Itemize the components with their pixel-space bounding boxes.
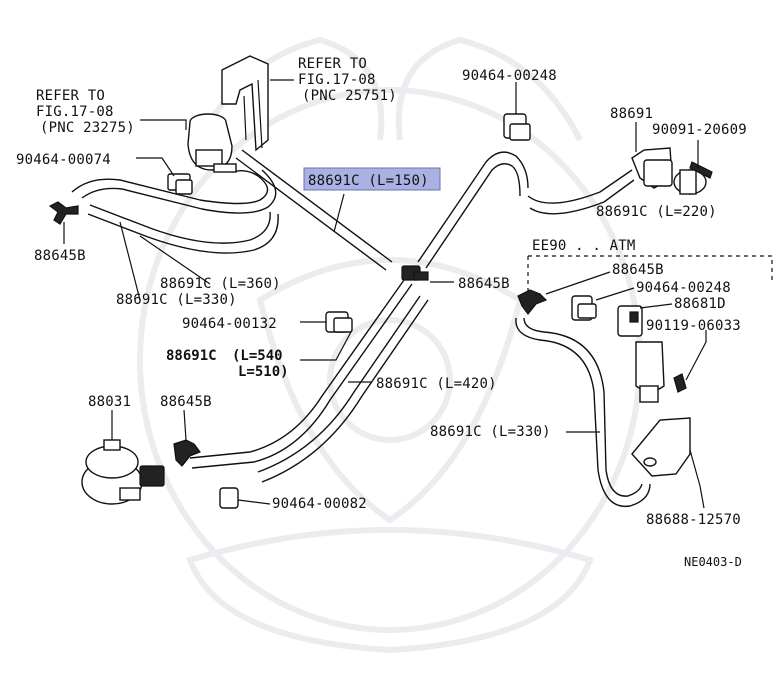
clamp-bottom bbox=[219, 487, 239, 509]
highlight-hose-150 bbox=[303, 167, 441, 191]
label-vsv-top: 88691 bbox=[610, 106, 653, 122]
fitting-left bbox=[48, 201, 79, 225]
label-clamp-left: 90464-00074 bbox=[16, 152, 111, 168]
label-clamp-mid: 90464-00132 bbox=[182, 316, 277, 332]
fitting-bottom bbox=[173, 439, 201, 467]
clamp-left bbox=[167, 173, 193, 195]
clamp-mid bbox=[325, 311, 353, 333]
valve-88031 bbox=[81, 439, 165, 505]
vsv-right bbox=[631, 147, 713, 195]
label-valve-right: 88681D bbox=[674, 296, 726, 312]
label-88031: 88031 bbox=[88, 394, 131, 410]
hose-330-inner bbox=[523, 317, 643, 497]
label-screw-right: 90119-06033 bbox=[646, 318, 741, 334]
label-hose-360: 88691C (L=360) bbox=[160, 276, 281, 292]
label-fitting-left: 88645B bbox=[34, 248, 86, 264]
vsv-left bbox=[187, 113, 237, 173]
hose-360-outer bbox=[89, 204, 271, 244]
label-fitting-center: 88645B bbox=[458, 276, 510, 292]
refer-b-line3: (PNC 25751) bbox=[302, 88, 397, 104]
labels: REFER TO FIG.17-08 (PNC 23275) REFER TO … bbox=[16, 56, 747, 569]
hose-420-b bbox=[425, 163, 521, 269]
hose-420-c bbox=[257, 295, 421, 473]
hose-left-inner bbox=[81, 169, 277, 214]
atm-dashed-line bbox=[528, 255, 773, 282]
hose-330-outer bbox=[515, 317, 651, 508]
hose-540-b bbox=[191, 283, 413, 469]
label-hose-330-a: 88691C (L=330) bbox=[116, 292, 237, 308]
clamp-right bbox=[571, 295, 597, 321]
hose-left-outer bbox=[71, 169, 269, 205]
hose-220-b bbox=[529, 179, 635, 215]
hose-540-a bbox=[189, 279, 405, 459]
label-clamp-top: 90464-00248 bbox=[462, 68, 557, 84]
refer-a-line2: FIG.17-08 bbox=[36, 104, 114, 120]
hose-420-a bbox=[417, 151, 529, 263]
label-hose-420: 88691C (L=420) bbox=[376, 376, 497, 392]
label-hose-540: (L=540 bbox=[232, 348, 283, 364]
label-hose-330-b: 88691C (L=330) bbox=[430, 424, 551, 440]
hose-220-a bbox=[527, 169, 633, 204]
label-clamp-bottom: 90464-00082 bbox=[272, 496, 367, 512]
hose-150-b bbox=[235, 157, 387, 271]
label-fitting-right: 88645B bbox=[612, 262, 664, 278]
hose-420-d bbox=[261, 299, 429, 483]
figure-code: NE0403-D bbox=[684, 555, 742, 569]
label-hose-150: 88691C (L=150) bbox=[308, 173, 429, 189]
refer-a-line1: REFER TO bbox=[36, 88, 105, 104]
parts bbox=[48, 55, 713, 509]
label-bracket: 88688-12570 bbox=[646, 512, 741, 528]
label-ee90-atm: EE90 . . ATM bbox=[532, 238, 636, 254]
bracket-88688 bbox=[631, 417, 691, 477]
label-hose-510: L=510) bbox=[238, 364, 289, 380]
hose-360-inner bbox=[87, 213, 279, 254]
leaders bbox=[63, 79, 707, 509]
label-hose-540-prefix: 88691C bbox=[166, 348, 217, 364]
fitting-right bbox=[517, 289, 548, 315]
clamp-top bbox=[503, 113, 531, 141]
bracket-refer-b bbox=[221, 55, 269, 152]
refer-a-line3: (PNC 23275) bbox=[40, 120, 135, 136]
label-fitting-bottom: 88645B bbox=[160, 394, 212, 410]
label-clamp-right: 90464-00248 bbox=[636, 280, 731, 296]
refer-b-line2: FIG.17-08 bbox=[298, 72, 376, 88]
label-screw-top: 90091-20609 bbox=[652, 122, 747, 138]
hoses bbox=[71, 149, 773, 508]
refer-b-line1: REFER TO bbox=[298, 56, 367, 72]
valve-88681d bbox=[617, 305, 687, 403]
hose-150-a bbox=[241, 149, 393, 263]
label-hose-220: 88691C (L=220) bbox=[596, 204, 717, 220]
fitting-center bbox=[401, 265, 429, 281]
